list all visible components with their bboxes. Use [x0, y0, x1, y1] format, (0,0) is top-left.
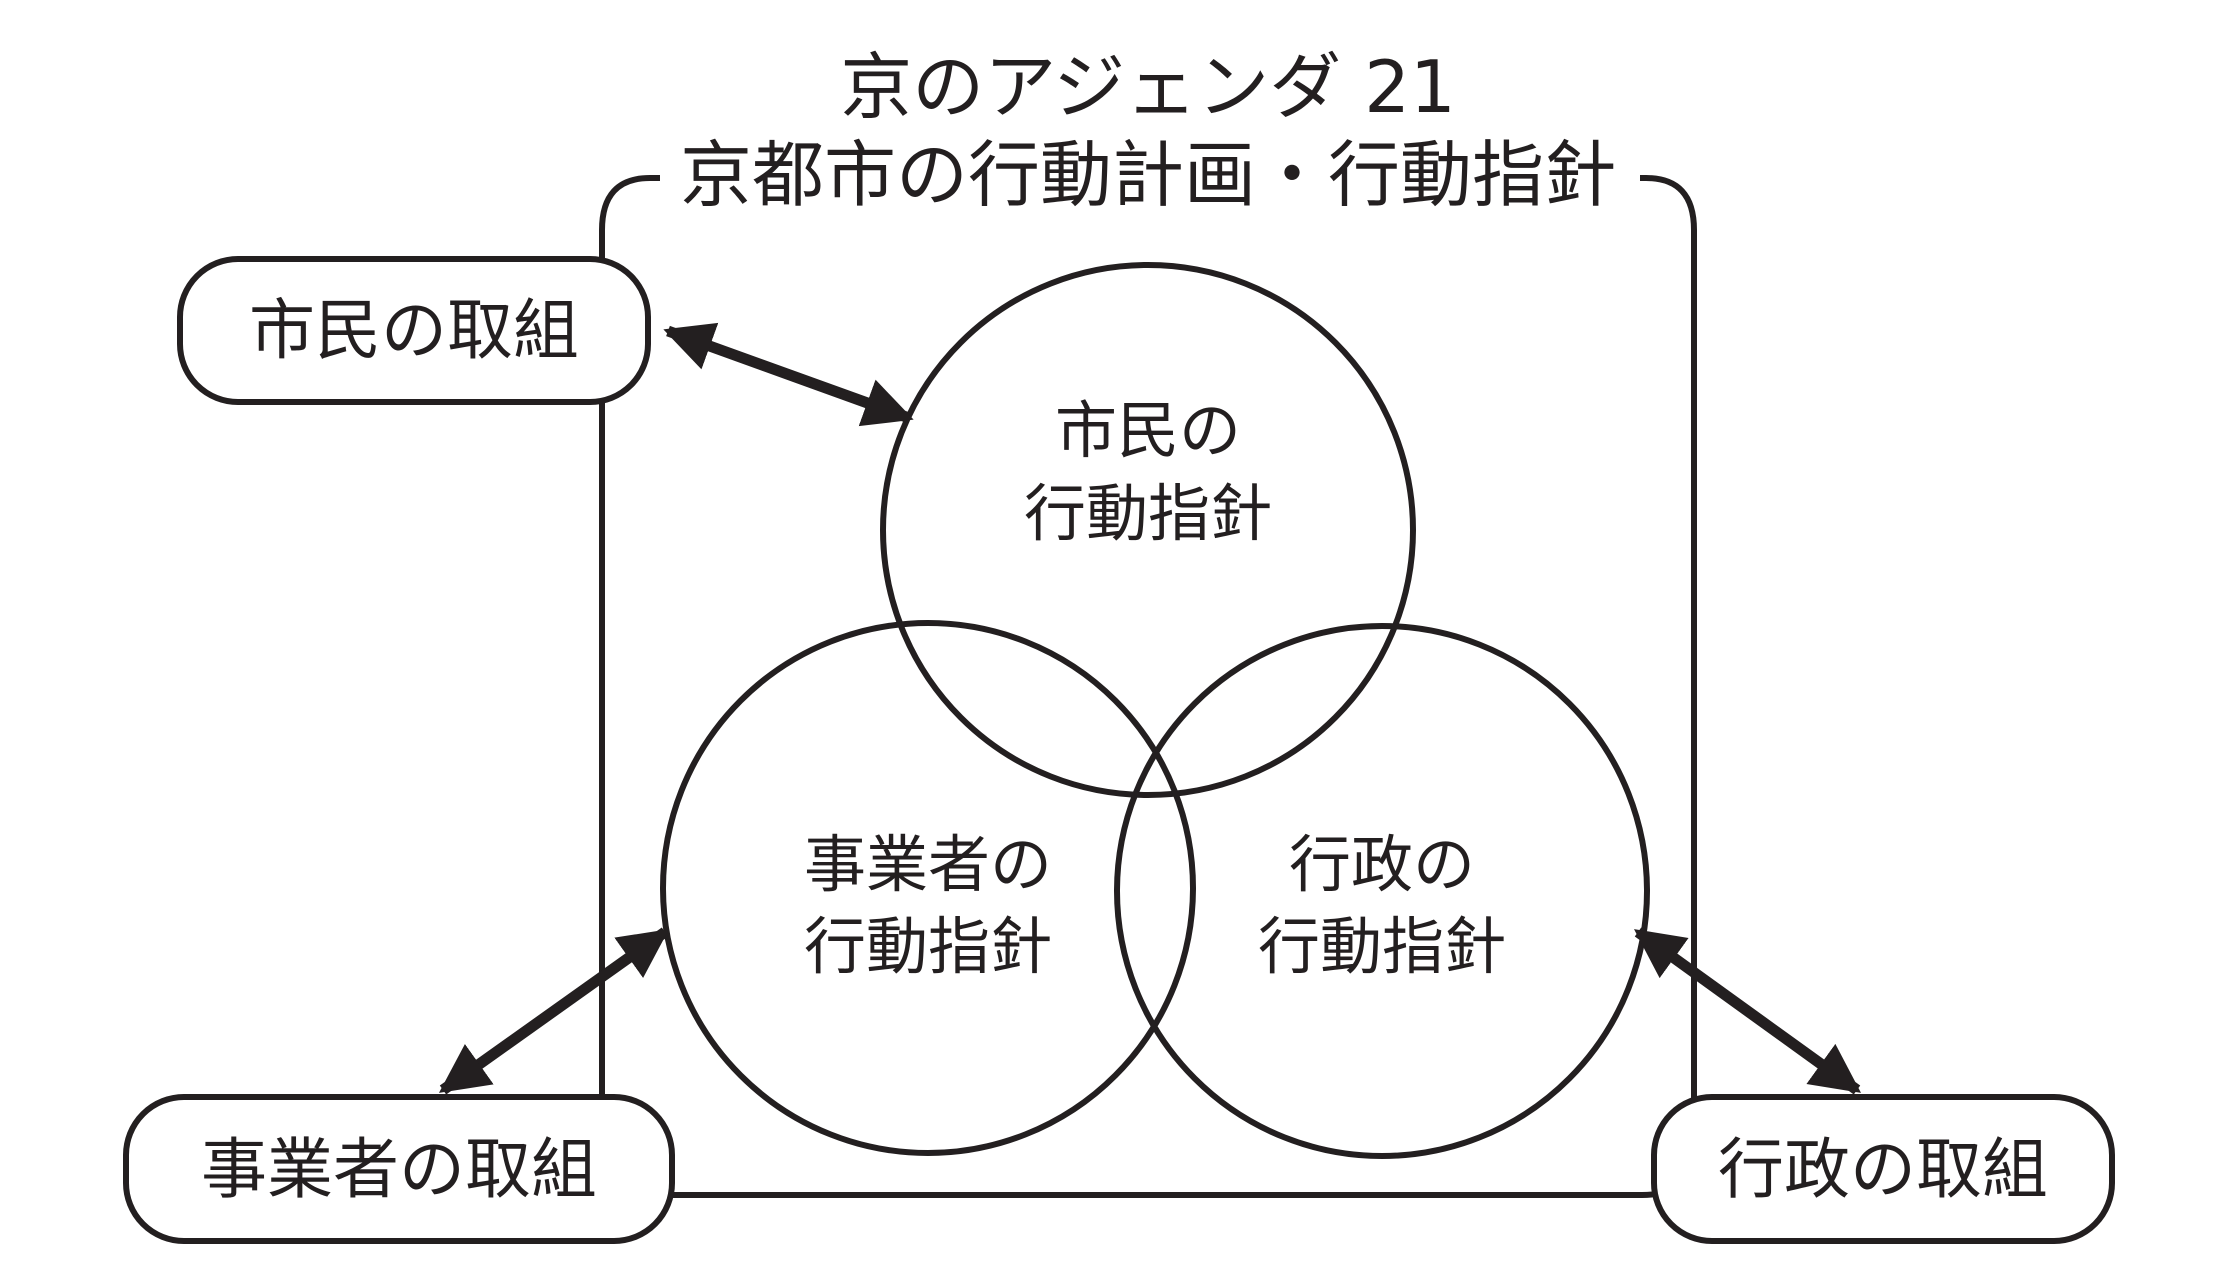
government-activity-label: 行政の取組	[1718, 1131, 2048, 1208]
business-activity-label: 事業者の取組	[201, 1131, 597, 1208]
citizen-guideline-circle	[880, 262, 1416, 798]
government-activity-box	[1651, 1094, 2115, 1244]
government-arrow	[1633, 927, 1862, 1095]
business-guideline-circle	[660, 620, 1196, 1156]
government-guideline-label-line2: 行動指針	[1258, 910, 1506, 983]
government-guideline-label-line1: 行政の	[1289, 828, 1475, 901]
business-arrow	[438, 927, 670, 1095]
business-guideline-label-line1: 事業者の	[804, 828, 1052, 901]
government-guideline-circle	[1114, 623, 1650, 1159]
citizen-arrow	[663, 322, 914, 427]
citizen-guideline-label-line1: 市民の	[1055, 394, 1241, 467]
diagram-title-line1: 京のアジェンダ 21	[840, 45, 1456, 129]
diagram-title-line2: 京都市の行動計画・行動指針	[680, 133, 1616, 217]
citizen-activity-box	[177, 256, 651, 405]
citizen-activity-label: 市民の取組	[249, 292, 579, 369]
business-activity-box	[123, 1094, 675, 1244]
agenda-frame	[599, 175, 1697, 1198]
citizen-guideline-label-line2: 行動指針	[1024, 477, 1272, 550]
business-guideline-label-line2: 行動指針	[804, 910, 1052, 983]
